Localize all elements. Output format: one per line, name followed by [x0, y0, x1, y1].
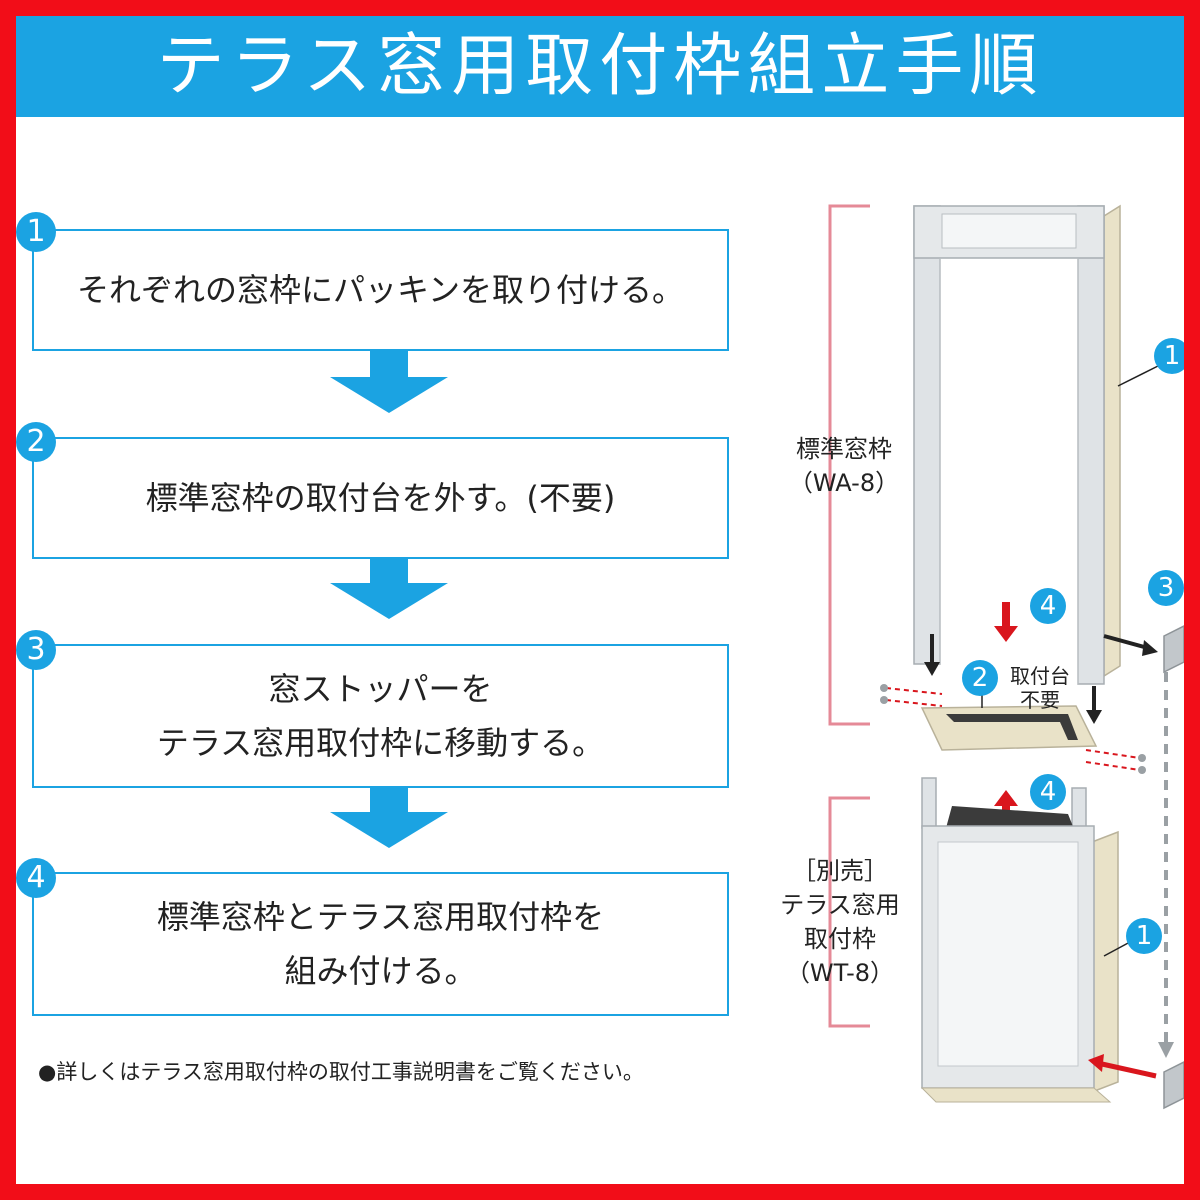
- callout-1-top: 1: [1154, 338, 1184, 374]
- terrace-side-cover: [1091, 830, 1119, 1094]
- note-text: ●詳しくはテラス窓用取付枠の取付工事説明書をご覧ください。: [38, 1060, 644, 1084]
- step-2-badge: 2: [16, 422, 56, 462]
- standard-frame-top-window: [941, 213, 1077, 249]
- mount-base-stopper: [946, 714, 1078, 740]
- step-3-badge: 3: [16, 630, 56, 670]
- terrace-frame-label: ［別売］ テラス窓用 取付枠 （WT-8）: [780, 857, 900, 987]
- terrace-frame-bracket: [828, 796, 870, 1028]
- standard-frame-bracket: [828, 204, 870, 726]
- standard-side-cover: [1103, 204, 1121, 678]
- stopper-bottom: [1163, 1061, 1184, 1110]
- callout-3: 3: [1148, 570, 1184, 606]
- step-2-text: 標準窓枠の取付台を外す。(不要): [146, 471, 616, 525]
- stopper-top: [1163, 625, 1184, 674]
- callout-2: 2: [962, 660, 998, 696]
- step-4-box: 標準窓枠とテラス窓用取付枠を 組み付ける。: [32, 872, 729, 1016]
- standard-frame-left-rail: [913, 205, 941, 665]
- standard-frame-label: 標準窓枠 （WA-8）: [788, 435, 900, 497]
- mount-base-label: 取付台 不要: [1010, 664, 1070, 712]
- callout-4-bottom: 4: [1030, 774, 1066, 810]
- step-2-line-1: 標準窓枠の取付台を外す。(不要): [145, 479, 616, 517]
- step-4-text: 標準窓枠とテラス窓用取付枠を 組み付ける。: [157, 890, 604, 998]
- callout-4-top: 4: [1030, 588, 1066, 624]
- step-3-box: 窓ストッパーを テラス窓用取付枠に移動する。: [32, 644, 729, 788]
- diagram-illustration: [828, 204, 1184, 1110]
- step-1-badge: 1: [16, 212, 56, 252]
- callout-1-bottom: 1: [1126, 918, 1162, 954]
- step-1-line-1: それぞれの窓枠にパッキンを取り付ける。: [76, 271, 685, 309]
- step-4-badge: 4: [16, 858, 56, 898]
- terrace-frame-panel: [937, 841, 1079, 1067]
- standard-frame-right-rail: [1077, 205, 1105, 685]
- page-title: テラス窓用取付枠組立手順: [156, 27, 1044, 106]
- step-2-box: 標準窓枠の取付台を外す。(不要): [32, 437, 729, 559]
- header-banner: テラス窓用取付枠組立手順: [16, 16, 1184, 117]
- step-3-line-1: 窓ストッパーを: [268, 670, 493, 708]
- assembly-diagram: 標準窓枠 （WA-8） ［別売］ テラス窓用 取付枠 （WT-8） 取付台 不要…: [746, 166, 1184, 1184]
- step-4-line-1: 標準窓枠とテラス窓用取付枠を: [156, 898, 605, 936]
- terrace-frame-post-left: [921, 777, 937, 829]
- step-3-text: 窓ストッパーを テラス窓用取付枠に移動する。: [157, 662, 604, 770]
- step-1-box: それぞれの窓枠にパッキンを取り付ける。: [32, 229, 729, 351]
- step-1-text: それぞれの窓枠にパッキンを取り付ける。: [77, 263, 684, 317]
- step-4-line-2: 組み付ける。: [284, 952, 477, 990]
- step-3-line-2: テラス窓用取付枠に移動する。: [156, 724, 605, 762]
